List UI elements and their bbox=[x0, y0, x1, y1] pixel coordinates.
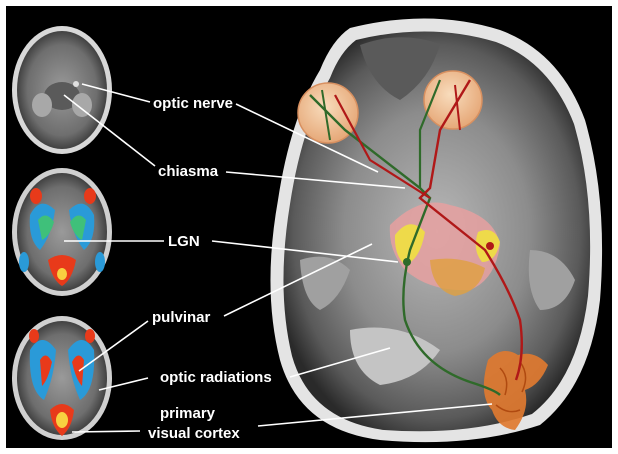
label-primary-visual-cortex-line1: primary bbox=[160, 405, 216, 422]
label-chiasma: chiasma bbox=[158, 163, 219, 180]
optic-nerve-spot bbox=[73, 81, 79, 87]
label-primary-visual-cortex-line2: visual cortex bbox=[148, 425, 240, 442]
label-pulvinar: pulvinar bbox=[152, 309, 211, 326]
label-lgn: LGN bbox=[168, 233, 200, 250]
fmri-slice-bottom bbox=[12, 316, 112, 440]
fmri-slice-middle bbox=[12, 168, 112, 296]
label-optic-nerve: optic nerve bbox=[153, 95, 233, 112]
large-mri-slice bbox=[270, 18, 602, 442]
label-optic-radiations: optic radiations bbox=[160, 369, 272, 386]
mri-slice-top bbox=[12, 26, 112, 154]
